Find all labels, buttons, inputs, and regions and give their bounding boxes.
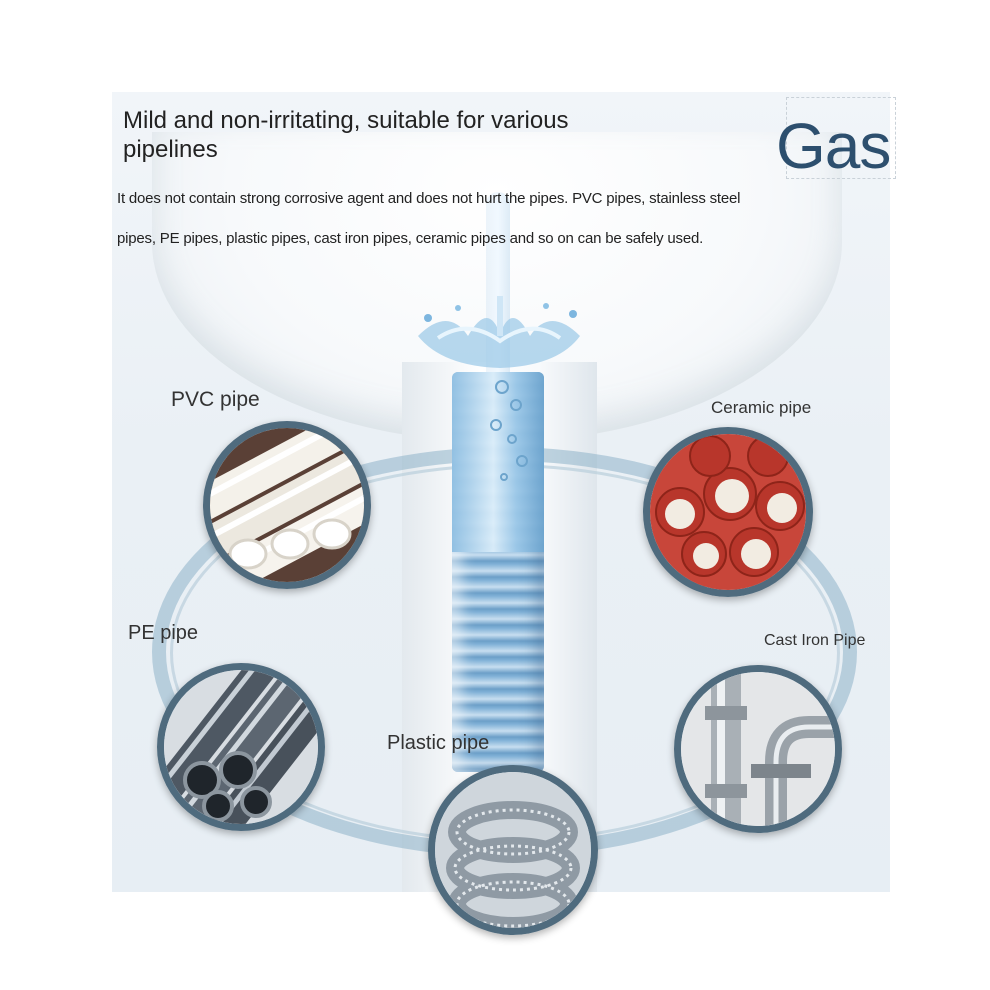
label-ceramic-pipe: Ceramic pipe [711, 398, 812, 417]
water-splash-icon [418, 296, 580, 368]
description-line-2: pipes, PE pipes, plastic pipes, cast iro… [117, 230, 704, 247]
cast-iron-pipe-photo [674, 665, 842, 833]
drain-pipe-glass [452, 372, 544, 552]
label-plastic-pipe: Plastic pipe [387, 732, 490, 754]
headline: Mild and non-irritating, suitable for va… [123, 107, 569, 163]
plastic-pipe-photo [428, 765, 598, 935]
label-pe-pipe: PE pipe [128, 622, 199, 644]
bubbles [490, 380, 528, 481]
label-pvc-pipe: PVC pipe [171, 388, 260, 411]
brand-frame [786, 97, 896, 179]
label-cast-iron-pipe: Cast Iron Pipe [764, 632, 866, 649]
ceramic-pipe-photo [643, 427, 813, 597]
description-line-1: It does not contain strong corrosive age… [117, 190, 741, 207]
pvc-pipe-photo [203, 421, 371, 589]
pe-pipe-photo [157, 663, 325, 831]
brand-logo: Gas [776, 110, 891, 182]
